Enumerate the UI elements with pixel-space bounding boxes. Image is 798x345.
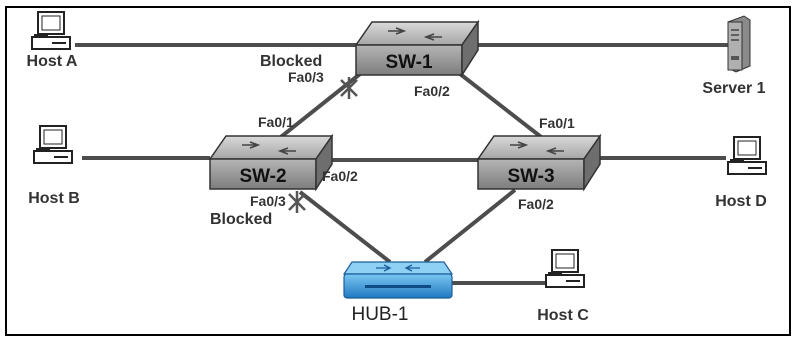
switch-arrows-icon bbox=[510, 141, 564, 155]
sw2-label: SW-2 bbox=[239, 166, 286, 187]
blocked-marker-sw2 bbox=[288, 191, 306, 213]
link-sw3-hub bbox=[423, 188, 517, 264]
blocked-label-sw2: Blocked bbox=[210, 211, 272, 228]
port-sw1-fa02: Fa0/2 bbox=[414, 83, 450, 99]
port-sw3-fa02: Fa0/2 bbox=[518, 196, 554, 212]
port-sw3-fa01: Fa0/1 bbox=[539, 115, 575, 131]
switch-sw3[interactable]: SW-3 bbox=[476, 133, 602, 192]
host-d-label: Host D bbox=[715, 193, 767, 210]
sw1-label: SW-1 bbox=[385, 52, 433, 73]
server-1-tower-icon[interactable] bbox=[727, 15, 751, 73]
host-c-computer-icon[interactable] bbox=[545, 249, 585, 288]
port-sw2-fa02: Fa0/2 bbox=[322, 168, 358, 184]
host-a-label: Host A bbox=[27, 53, 78, 70]
sw3-label: SW-3 bbox=[507, 166, 554, 187]
switch-arrows-icon bbox=[242, 141, 296, 155]
port-sw2-fa03: Fa0/3 bbox=[250, 193, 286, 209]
hub-label: HUB-1 bbox=[351, 304, 408, 325]
links bbox=[75, 43, 728, 285]
port-sw2-fa01: Fa0/1 bbox=[258, 114, 294, 130]
switch-sw1[interactable]: SW-1 bbox=[354, 19, 480, 78]
host-b-computer-icon[interactable] bbox=[33, 125, 73, 164]
port-sw1-fa03: Fa0/3 bbox=[288, 69, 324, 85]
blocked-label-sw1: Blocked bbox=[260, 53, 322, 70]
host-a-computer-icon[interactable] bbox=[31, 11, 71, 50]
server-1-label: Server 1 bbox=[702, 80, 765, 97]
link-sw2-hub bbox=[298, 190, 392, 264]
host-d-computer-icon[interactable] bbox=[727, 136, 767, 175]
hub-arrows-icon bbox=[376, 264, 420, 272]
hub-port-strip bbox=[365, 285, 431, 288]
blocked-marker-sw1 bbox=[340, 77, 358, 99]
hub-1[interactable] bbox=[342, 261, 454, 299]
switch-sw2[interactable]: SW-2 bbox=[208, 133, 334, 192]
switch-arrows-icon bbox=[388, 27, 442, 41]
host-c-label: Host C bbox=[537, 307, 589, 324]
host-b-label: Host B bbox=[28, 190, 80, 207]
link-sw1-sw3 bbox=[453, 68, 547, 142]
